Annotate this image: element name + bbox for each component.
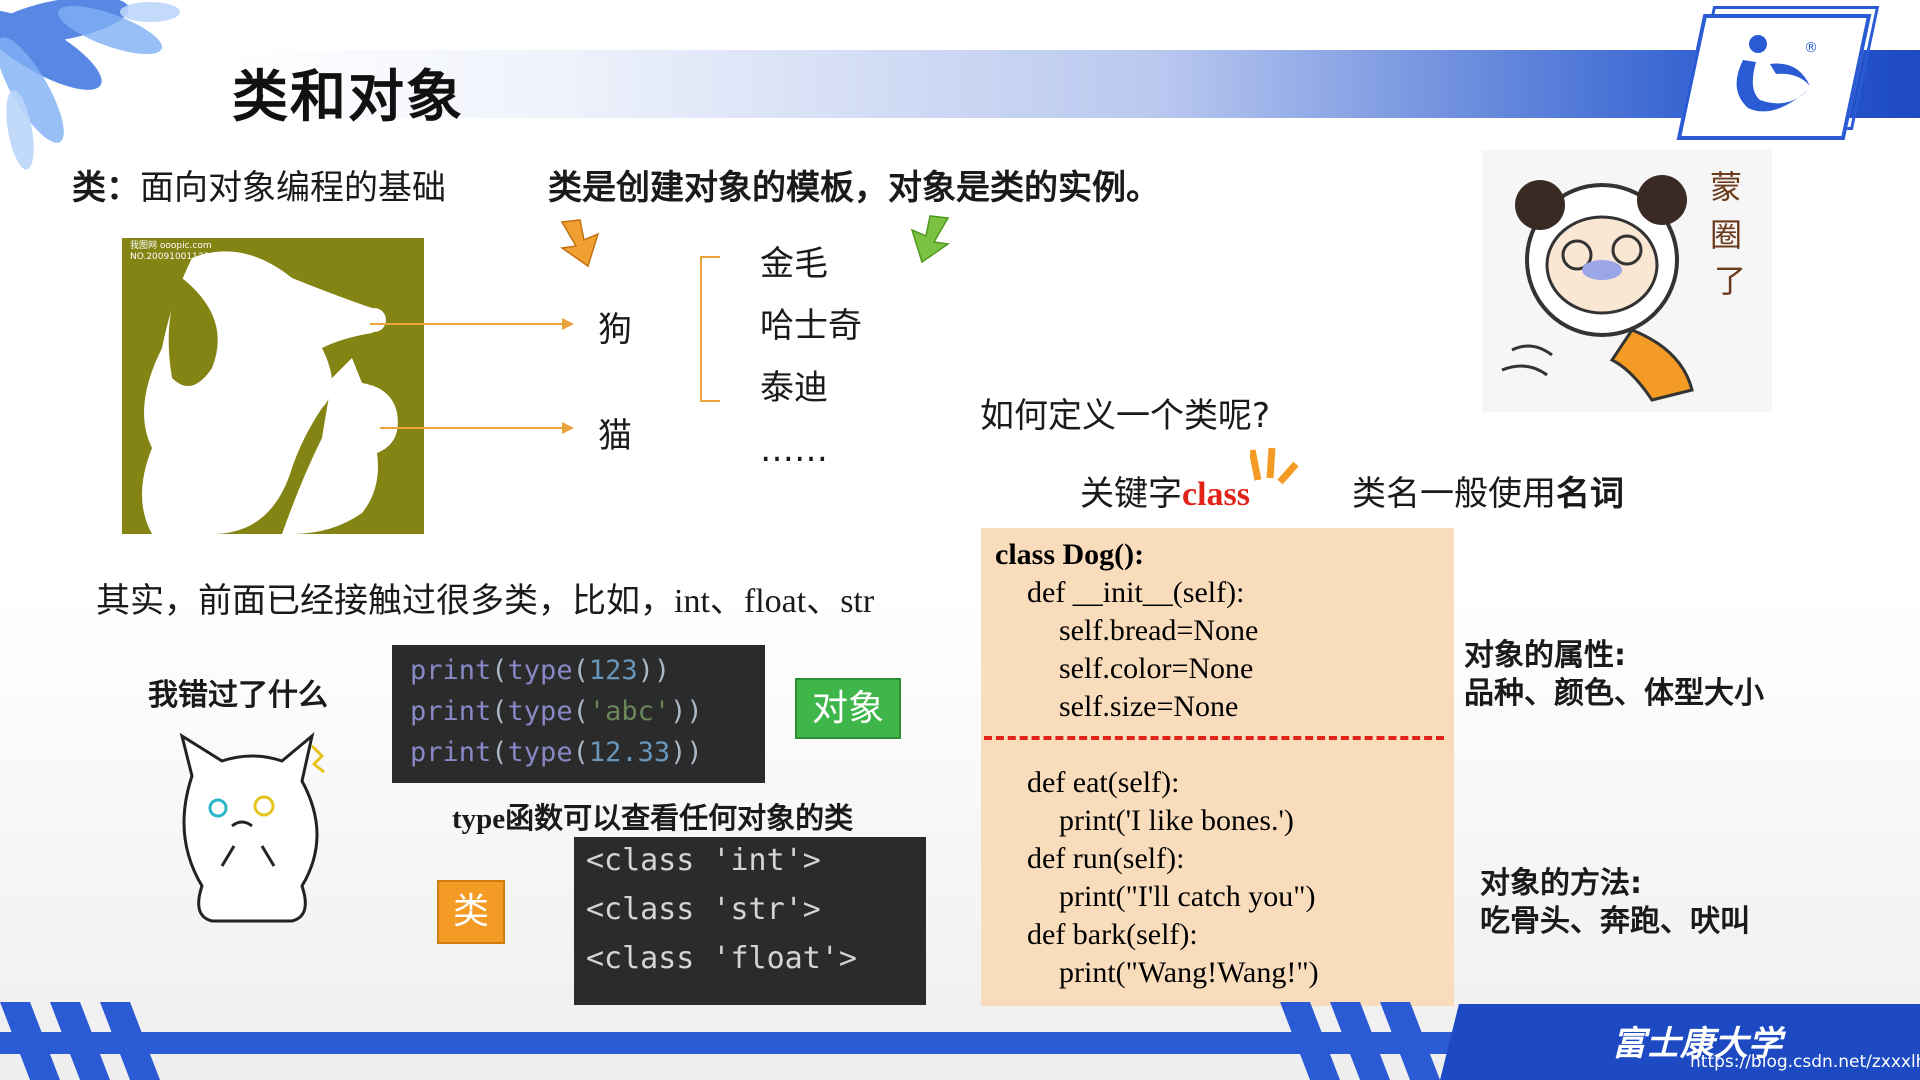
keyword-line: 关键字class [1080, 466, 1250, 515]
method-title: 对象的方法: [1480, 866, 1642, 901]
class-label: 类： [72, 168, 140, 208]
flower-decoration [0, 0, 180, 170]
name-rule-prefix: 类名一般使用 [1352, 474, 1556, 514]
logo-icon: ® [1736, 35, 1818, 112]
touched-types: int、float、str [674, 583, 875, 620]
code-attr-bread: self.bread=None [1059, 614, 1259, 647]
cat-label: 猫 [598, 416, 632, 456]
code-print-eat: print('I like bones.') [1059, 804, 1294, 837]
output-line: <class 'int'> [586, 843, 821, 878]
page-title: 类和对象 [232, 65, 464, 130]
class-badge: 类 [437, 880, 505, 944]
touched-text: 其实，前面已经接触过很多类，比如， [96, 581, 674, 621]
title-bar [230, 50, 1920, 118]
breed-husky: 哈士奇 [760, 306, 862, 346]
breed-golden: 金毛 [760, 244, 828, 284]
panda-sticker: 蒙 圈 了 [1482, 150, 1772, 412]
code-output: <class 'int'> <class 'str'> <class 'floa… [574, 837, 926, 1005]
keyword-class: class [1182, 476, 1250, 513]
sticker-char-3: 了 [1714, 262, 1746, 300]
svg-text:®: ® [1804, 40, 1818, 56]
code-attr-color: self.color=None [1059, 652, 1254, 685]
highlight-burst-icon [1250, 447, 1299, 485]
class-desc: 面向对象编程的基础 [140, 168, 446, 208]
touched-line: 其实，前面已经接触过很多类，比如，int、float、str [96, 573, 874, 622]
output-line: <class 'float'> [586, 941, 857, 976]
method-list: 吃骨头、奔跑、吠叫 [1480, 904, 1750, 939]
template-sentence: 类是创建对象的模板，对象是类的实例。 [548, 168, 1160, 208]
python-class-code: class Dog(): def __init__(self): self.br… [981, 528, 1454, 1006]
section-divider [984, 736, 1444, 740]
keyword-prefix: 关键字 [1080, 474, 1182, 514]
breed-teddy: 泰迪 [760, 368, 828, 408]
breed-bracket [700, 256, 720, 402]
code-line: print(type(123)) [410, 655, 671, 686]
code-def-bark: def bark(self): [1027, 918, 1198, 951]
code-attr-size: self.size=None [1059, 690, 1239, 723]
code-def-eat: def eat(self): [1027, 766, 1180, 799]
code-def-run: def run(self): [1027, 842, 1185, 875]
name-rule-bold: 名词 [1556, 474, 1624, 514]
attr-list: 品种、颜色、体型大小 [1464, 676, 1764, 711]
code-print-bark: print("Wang!Wang!") [1059, 956, 1319, 989]
footer-stripes-right [1280, 1002, 1440, 1080]
name-rule: 类名一般使用名词 [1352, 466, 1624, 515]
source-url: https://blog.csdn.net/zxxxlh123 [1690, 1052, 1920, 1072]
sticker-char-2: 圈 [1710, 216, 1742, 254]
type-caption-rest: 函数可以查看任何对象的类 [505, 801, 854, 835]
connector-arrows [370, 318, 574, 434]
question: 如何定义一个类呢? [980, 396, 1271, 436]
sticker-char-1: 蒙 [1710, 168, 1742, 206]
dog-label: 狗 [598, 310, 632, 350]
code-editor-print-type: print(type(123)) print(type('abc')) prin… [392, 645, 765, 783]
code-line: print(type(12.33)) [410, 737, 703, 768]
output-line: <class 'str'> [586, 892, 821, 927]
code-init: def __init__(self): [1027, 576, 1245, 609]
footer-stripes-left [0, 1002, 160, 1080]
object-badge: 对象 [795, 678, 901, 739]
green-arrow-icon [910, 215, 950, 264]
cat-doodle [179, 732, 325, 923]
class-heading: 类：面向对象编程的基础 [72, 160, 446, 209]
breed-ellipsis: …… [760, 430, 828, 470]
type-caption: type函数可以查看任何对象的类 [452, 795, 853, 837]
code-print-run: print("I'll catch you") [1059, 880, 1316, 913]
code-line: print(type('abc')) [410, 696, 703, 727]
dog-cat-illustration: 我图网 ooopic.com NO.20091001133042 [122, 238, 424, 534]
attr-title: 对象的属性: [1464, 638, 1626, 673]
footer-bar [0, 1032, 1920, 1054]
type-caption-prefix: type [452, 803, 506, 835]
watermark-line2: NO.20091001133042 [130, 252, 226, 262]
watermark-line1: 我图网 ooopic.com [130, 240, 212, 251]
code-class-def: class Dog(): [995, 538, 1145, 571]
missed-label: 我错过了什么 [148, 678, 328, 713]
school-name: 富士康大学 [1612, 1024, 1782, 1064]
orange-arrow-icon [560, 219, 600, 268]
